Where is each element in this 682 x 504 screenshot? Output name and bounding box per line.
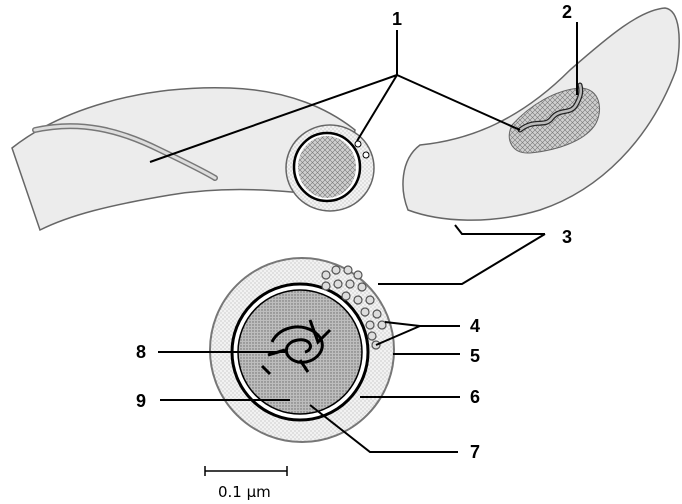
label-9: 9 <box>136 391 146 411</box>
cross-section-large <box>210 258 394 442</box>
label-8: 8 <box>136 342 146 362</box>
label-5: 5 <box>470 346 480 366</box>
right-cell <box>403 8 679 220</box>
label-4: 4 <box>470 316 480 336</box>
label-2: 2 <box>562 2 572 22</box>
label-3: 3 <box>562 227 572 247</box>
label-1: 1 <box>392 9 402 29</box>
scale-bar: 0.1 μm <box>205 466 287 501</box>
scale-bar-label: 0.1 μm <box>218 483 271 501</box>
leader-3 <box>378 225 545 284</box>
left-cell-cross-section <box>286 125 374 211</box>
label-7: 7 <box>470 442 480 462</box>
label-6: 6 <box>470 387 480 407</box>
